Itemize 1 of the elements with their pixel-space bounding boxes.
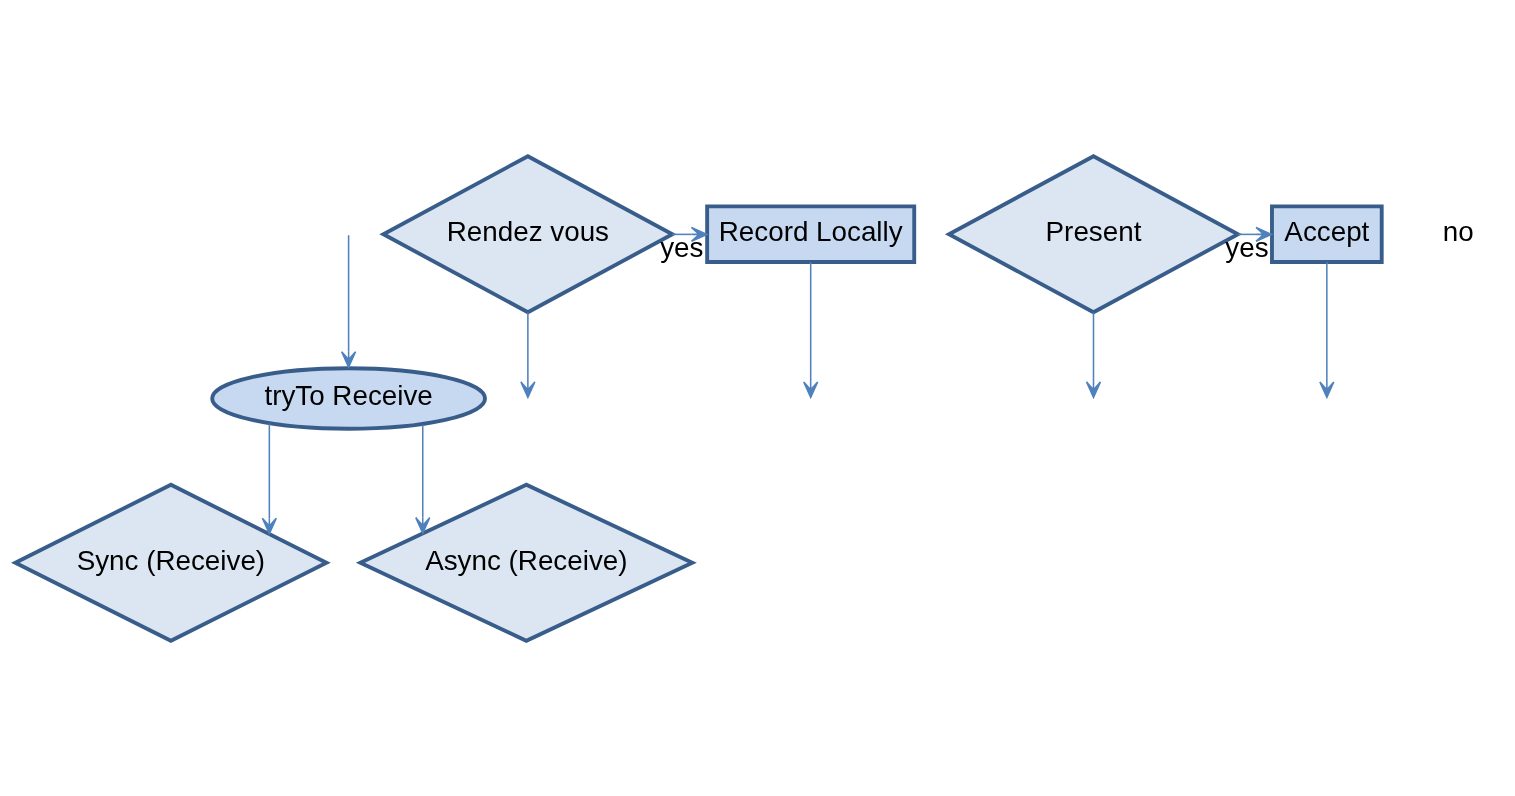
label: no xyxy=(1442,215,1474,247)
